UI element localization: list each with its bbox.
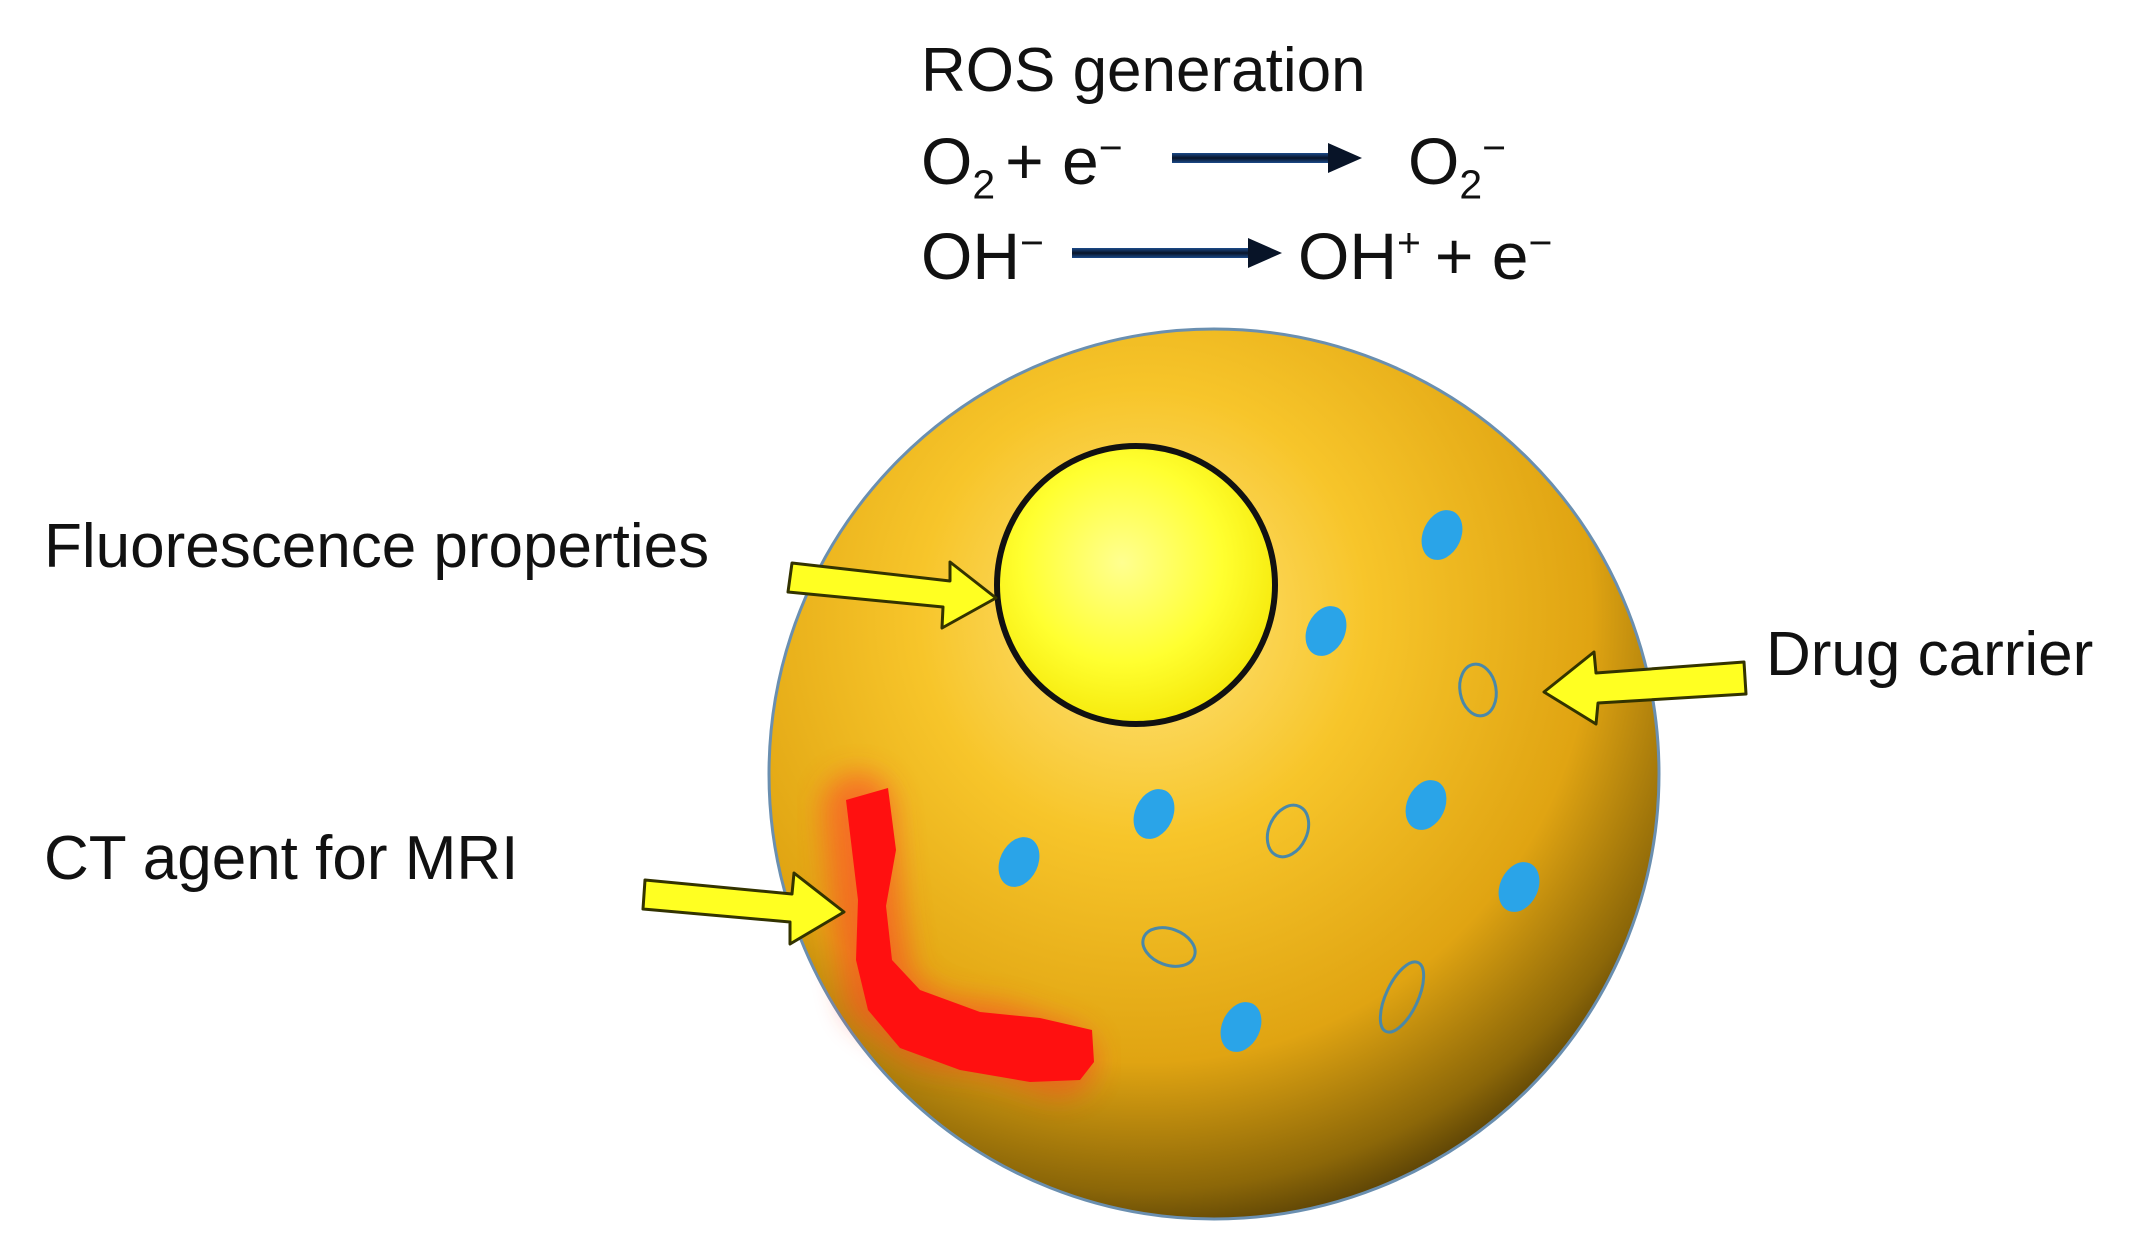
eq2-rhs-charge: + [1397,219,1421,266]
reaction-arrow-icon [1172,143,1362,173]
yellow-arrow-icon [641,871,846,946]
drug-carrier-label: Drug carrier [1766,620,2094,689]
nanoparticle-sphere [767,327,1661,1221]
eq2-rhs-charge-electron: − [1528,219,1553,266]
equation-2-reactants: OH− [921,219,1044,289]
reaction-arrow-icon [1072,238,1282,268]
ct-agent-streak [823,773,1095,1095]
eq1-lhs-charge: − [1098,124,1123,171]
eq1-rhs-subscript: 2 [1459,161,1483,208]
eq1-rhs-species: O [1408,124,1460,198]
fluorescence-label: Fluorescence properties [44,512,710,581]
equation-2-products: OH++ e− [1298,219,1553,289]
ros-title: ROS generation [921,36,1366,105]
drug-dots-filled [998,510,1540,1052]
eq1-lhs-subscript: 2 [972,161,996,208]
fluorescent-core [994,443,1278,727]
eq1-rhs-charge: − [1482,124,1506,171]
ct-agent-label: CT agent for MRI [44,824,519,893]
eq2-rhs-species: OH [1298,219,1397,293]
eq2-lhs-charge: − [1020,219,1044,266]
eq2-rhs-plus: + e [1434,219,1529,293]
drug-cavities-empty [1141,662,1498,1034]
eq1-lhs-plus: + e [1005,124,1099,198]
eq2-lhs-species: OH [921,219,1020,293]
eq1-lhs-species: O [921,124,973,198]
equation-1-reactants: O2+ e− [921,124,1123,205]
equation-1-products: O2− [1408,124,1506,205]
yellow-arrow-icon [786,560,998,630]
yellow-arrow-icon [1542,650,1748,726]
